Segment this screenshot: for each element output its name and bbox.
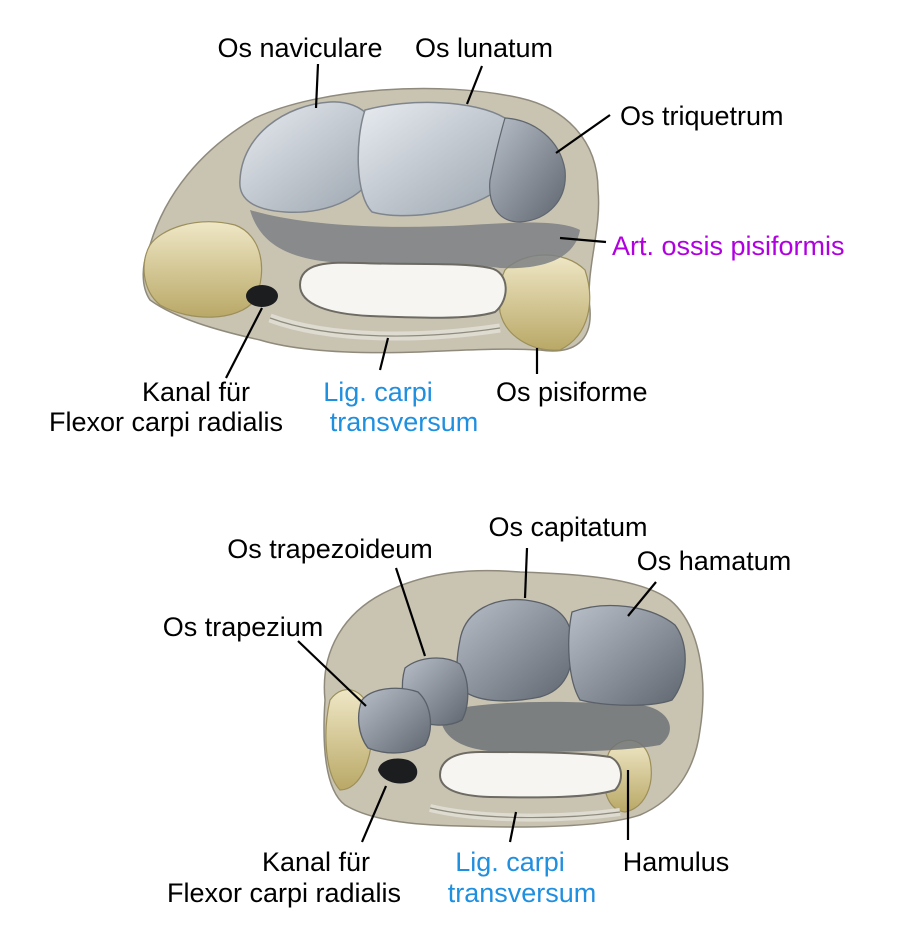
pointer-os-capitatum (523, 547, 529, 599)
label-bottom-kanal-line2: Flexor carpi radialis (167, 878, 401, 908)
pointer-bottom-kanal (360, 785, 388, 843)
os-hamatum-surface (568, 604, 686, 706)
pointer-top-lig (378, 337, 390, 371)
pointer-os-trapezium (297, 640, 367, 707)
pointer-art-ossis-pisiformis (559, 236, 607, 244)
top-interosseous-shadow (250, 210, 580, 269)
pointer-os-lunatum (465, 65, 484, 105)
pointer-bottom-lig (508, 811, 518, 843)
label-art-ossis-pisiformis: Art. ossis pisiformis (612, 231, 845, 261)
top-ligament-edge (269, 317, 501, 337)
pointer-top-kanal (225, 307, 263, 379)
bottom-fcr-canal (378, 758, 418, 784)
top-fcr-canal (246, 285, 278, 307)
label-bottom-kanal-line1: Kanal für (262, 847, 370, 877)
bottom-interosseous-shadow (440, 701, 670, 752)
label-os-capitatum: Os capitatum (488, 512, 647, 542)
label-bottom-lig-line2: transversum (448, 878, 597, 908)
label-os-trapezium: Os trapezium (163, 612, 324, 642)
label-os-triquetrum: Os triquetrum (620, 101, 784, 131)
label-top-kanal-line1: Kanal für (142, 377, 250, 407)
bottom-carpal-tunnel (438, 750, 622, 799)
top-labels: Os naviculare Os lunatum Os triquetrum A… (49, 33, 845, 437)
bottom-pointer-lines (297, 547, 657, 843)
pointer-os-triquetrum (555, 114, 611, 154)
bottom-labels: Os capitatum Os trapezoideum Os hamatum … (163, 512, 792, 908)
label-os-trapezoideum: Os trapezoideum (227, 534, 433, 564)
bottom-carpal-illustration (323, 569, 704, 828)
os-triquetrum-surface (489, 117, 566, 223)
pointer-os-naviculare (314, 63, 320, 109)
pointer-os-hamatum (627, 581, 657, 617)
label-bottom-lig-line1: Lig. carpi (455, 847, 565, 877)
label-top-lig-line2: transversum (330, 407, 479, 437)
top-carpal-tunnel (298, 261, 507, 319)
top-carpal-illustration (142, 87, 600, 354)
os-capitatum-surface (456, 598, 573, 702)
label-os-hamatum: Os hamatum (637, 546, 792, 576)
label-hamulus: Hamulus (623, 847, 730, 877)
label-os-pisiforme: Os pisiforme (496, 377, 648, 407)
label-top-lig-line1: Lig. carpi (323, 377, 433, 407)
label-os-naviculare: Os naviculare (217, 33, 382, 63)
label-top-kanal-line2: Flexor carpi radialis (49, 407, 283, 437)
os-trapezium-surface (357, 687, 432, 754)
label-os-lunatum: Os lunatum (415, 33, 553, 63)
top-pointer-lines (225, 63, 611, 379)
bottom-ligament-edge (429, 807, 621, 819)
top-lateral-bone-tan (143, 221, 263, 318)
pointer-os-trapezoideum (394, 567, 427, 657)
